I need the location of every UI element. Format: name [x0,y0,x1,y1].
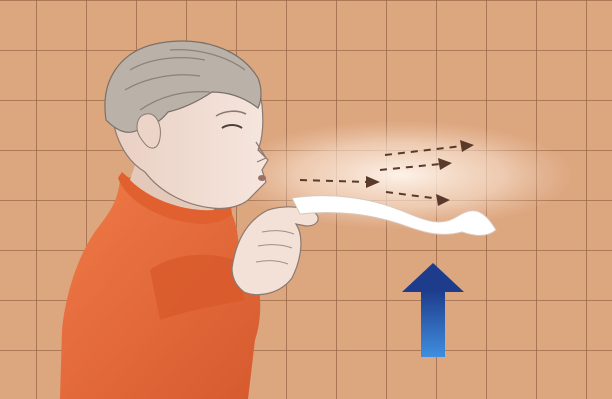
mouth [258,175,266,181]
lift-arrow-shaft [421,291,445,357]
